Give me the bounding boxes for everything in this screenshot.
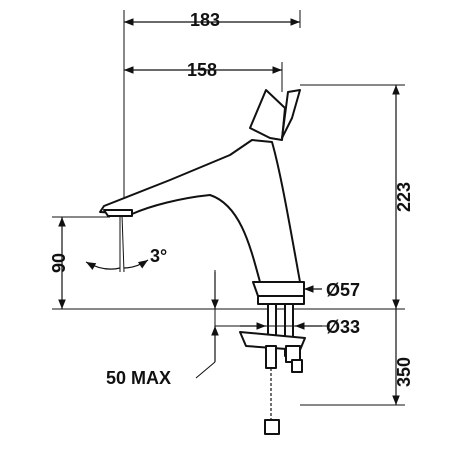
spout-reach-label: 158: [187, 60, 217, 80]
overall-height-label: 223: [394, 182, 414, 212]
deck-thickness-label: 50 MAX: [106, 368, 171, 388]
dimension-deck-thickness: 50 MAX: [106, 272, 219, 388]
faucet-body: [99, 89, 305, 305]
base-diameter-label: Ø57: [326, 280, 360, 300]
dimension-183: 183: [123, 10, 301, 205]
spout-angle-label: 3°: [150, 246, 167, 266]
hose-length-label: 350: [394, 357, 414, 387]
hole-diameter-label: Ø33: [326, 317, 360, 337]
dimension-350: 350: [300, 309, 414, 406]
overall-width-label: 183: [190, 10, 220, 30]
spout-height-label: 90: [49, 253, 69, 273]
dimension-diameter-57: Ø57: [304, 280, 360, 300]
dimension-158: 158: [124, 60, 283, 92]
dimension-223: 223: [300, 84, 414, 310]
dimension-90: 90: [49, 216, 215, 310]
dimension-diameter-33: Ø33: [240, 317, 360, 337]
lever-handle: [249, 89, 286, 141]
base-flange: [252, 281, 305, 297]
angle-indicator: 3°: [85, 214, 167, 273]
